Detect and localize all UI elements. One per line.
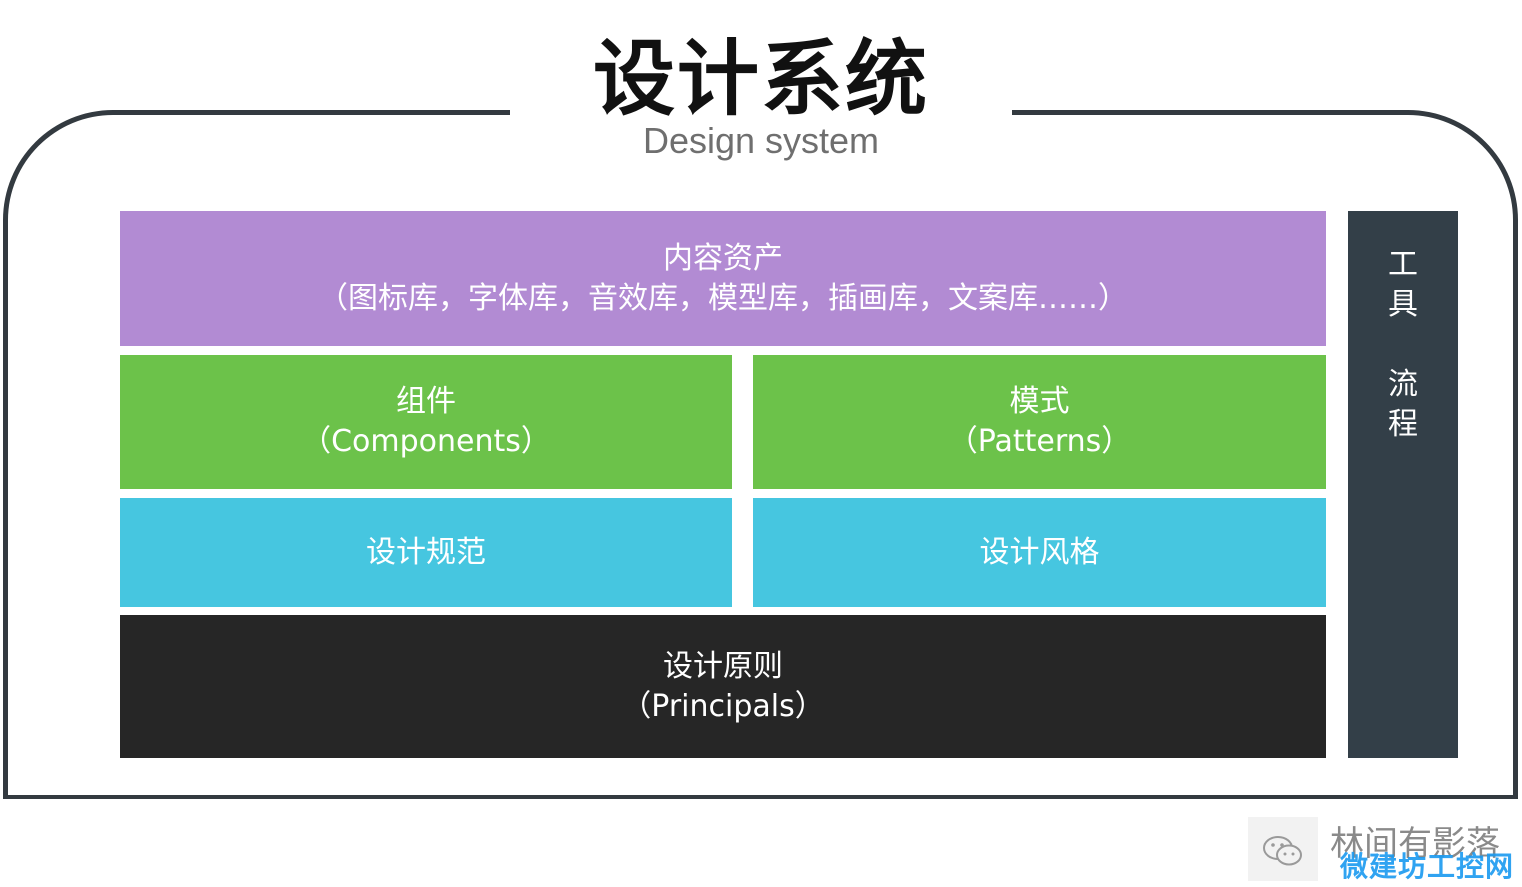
content-assets-block: 内容资产 （图标库，字体库，音效库，模型库，插画库，文案库……） (120, 211, 1326, 346)
patterns-block: 模式 （Patterns） (753, 355, 1326, 489)
wechat-icon (1263, 836, 1302, 866)
sidebar-char: 程 (1388, 407, 1418, 442)
sidebar-char: 流 (1388, 367, 1418, 402)
page-subtitle: Design system (642, 120, 880, 161)
sidebar-char: 工 (1388, 247, 1418, 282)
patterns-title: 模式 (1009, 384, 1070, 419)
principles-title: 设计原则 (663, 648, 783, 684)
components-title: 组件 (396, 384, 456, 419)
design-style-label: 设计风格 (979, 534, 1100, 570)
title-mask (510, 96, 1012, 136)
watermark-account: 林间有影落 (1330, 824, 1500, 864)
page-title: 设计系统 (592, 32, 929, 127)
components-block: 组件 （Components） (120, 355, 732, 489)
content-assets-title: 内容资产 (663, 240, 783, 276)
patterns-subtitle: （Patterns） (947, 424, 1132, 459)
design-spec-block: 设计规范 (120, 498, 732, 607)
content-assets-detail: （图标库，字体库，音效库，模型库，插画库，文案库……） (318, 280, 1128, 316)
tools-process-sidebar: 工 具 流 程 (1348, 211, 1458, 758)
design-style-block: 设计风格 (753, 498, 1326, 607)
design-spec-label: 设计规范 (366, 534, 486, 570)
principles-subtitle: （Principals） (621, 688, 825, 724)
principles-block: 设计原则 （Principals） (120, 615, 1326, 758)
watermark-site: 微建坊工控网 (1340, 850, 1515, 883)
components-subtitle: （Components） (301, 424, 551, 459)
sidebar-char: 具 (1388, 287, 1418, 322)
